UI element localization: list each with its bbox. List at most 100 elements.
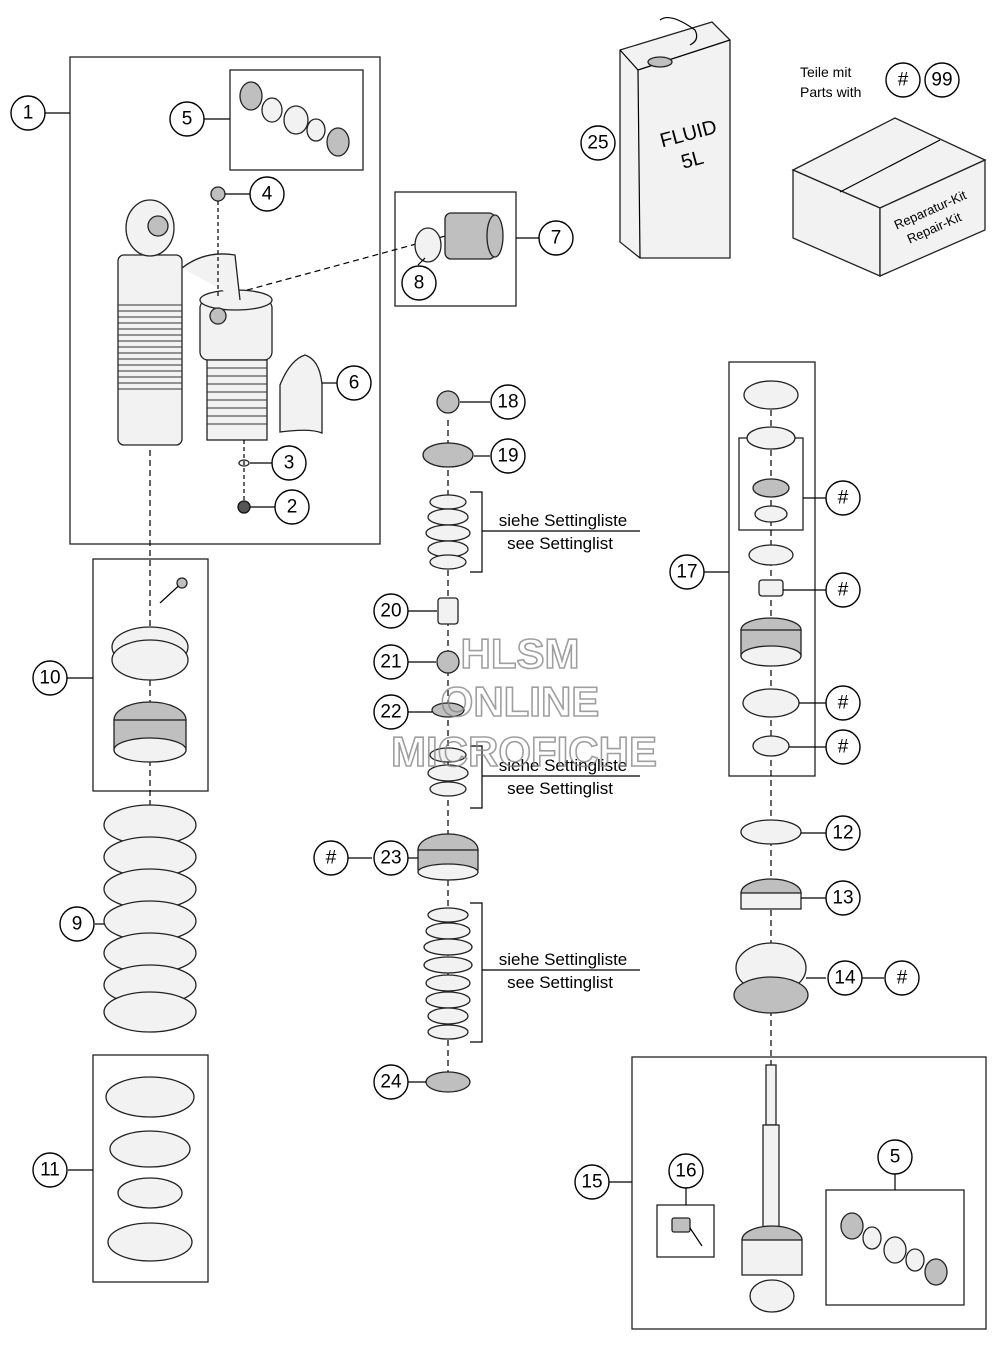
callout-legend-hash: # <box>885 62 921 98</box>
setting-note-2-de: siehe Settingliste <box>499 756 628 775</box>
callout-hash-inner-seals: # <box>825 480 861 516</box>
svg-text:20: 20 <box>380 601 401 622</box>
seal-kit-bottom <box>840 1212 948 1286</box>
svg-text:19: 19 <box>497 446 518 467</box>
warning-sticker-6 <box>279 354 323 434</box>
callout-3: 3 <box>271 445 307 481</box>
svg-text:14: 14 <box>834 968 856 989</box>
svg-text:9: 9 <box>72 914 83 935</box>
seal-kit-top <box>239 81 350 157</box>
callout-17: 17 <box>669 554 705 590</box>
svg-text:#: # <box>898 70 909 91</box>
callout-8: 8 <box>401 265 437 301</box>
callout-hash-14: # <box>884 960 920 996</box>
shim-stack-center <box>417 390 479 1093</box>
callout-16: 16 <box>668 1153 704 1189</box>
callout-24: 24 <box>373 1064 409 1100</box>
watermark: HLSM ONLINE MICROFICHE <box>390 629 658 776</box>
svg-text:7: 7 <box>551 228 562 249</box>
svg-text:16: 16 <box>675 1161 696 1182</box>
box-washers <box>92 1054 209 1283</box>
svg-text:5: 5 <box>182 109 193 130</box>
callout-hash-washer: # <box>825 729 861 765</box>
callout-1: 1 <box>10 95 46 131</box>
svg-text:#: # <box>838 580 849 601</box>
svg-text:24: 24 <box>380 1072 402 1093</box>
spring-9 <box>103 804 197 1033</box>
svg-text:HLSM: HLSM <box>461 630 580 677</box>
svg-text:17: 17 <box>676 562 697 583</box>
callout-18: 18 <box>490 384 526 420</box>
callout-11: 11 <box>32 1152 68 1188</box>
repair-kit-box: Reparatur-Kit Repair-Kit <box>791 117 987 277</box>
callout-6: 6 <box>336 365 372 401</box>
svg-text:6: 6 <box>349 373 360 394</box>
svg-text:#: # <box>838 737 849 758</box>
callout-4: 4 <box>249 176 285 212</box>
setting-note-2-en: see Settinglist <box>507 779 613 798</box>
svg-text:99: 99 <box>931 70 952 91</box>
piston-parts-right <box>733 380 809 1014</box>
callout-22: 22 <box>373 694 409 730</box>
shock-body <box>117 199 273 446</box>
washers-11 <box>105 1076 195 1262</box>
spring-retainer <box>111 577 189 763</box>
legend-line-de: Teile mit <box>800 64 851 80</box>
callout-19: 19 <box>490 438 526 474</box>
svg-text:18: 18 <box>497 392 518 413</box>
svg-text:#: # <box>897 968 908 989</box>
box-seal-kit-top <box>229 69 364 171</box>
setting-note-1-de: siehe Settingliste <box>499 511 628 530</box>
callout-2: 2 <box>274 489 310 525</box>
svg-text:#: # <box>838 693 849 714</box>
svg-text:1: 1 <box>23 103 34 124</box>
callout-12: 12 <box>825 815 861 851</box>
callout-5-top: 5 <box>169 101 205 137</box>
leader-lines <box>45 112 896 1205</box>
svg-text:4: 4 <box>262 184 273 205</box>
callout-5-bottom: 5 <box>877 1139 913 1175</box>
callout-10: 10 <box>32 660 68 696</box>
box-compression-adjuster <box>394 191 517 307</box>
callout-14: 14 <box>827 960 863 996</box>
svg-text:21: 21 <box>380 652 401 673</box>
svg-text:10: 10 <box>39 668 60 689</box>
callout-9: 9 <box>59 906 95 942</box>
box-piston-assembly <box>728 361 816 777</box>
svg-text:3: 3 <box>284 453 295 474</box>
callout-legend-99: 99 <box>924 62 960 98</box>
piston-rod-15 <box>741 1064 803 1313</box>
svg-text:8: 8 <box>414 273 425 294</box>
screw-4 <box>210 186 226 298</box>
setting-note-3-de: siehe Settingliste <box>499 950 628 969</box>
svg-text:11: 11 <box>40 1160 60 1181</box>
svg-text:2: 2 <box>287 497 298 518</box>
svg-text:25: 25 <box>587 133 608 154</box>
svg-text:15: 15 <box>581 1172 602 1193</box>
screw-2 <box>237 500 251 514</box>
svg-text:13: 13 <box>832 888 853 909</box>
callout-13: 13 <box>825 880 861 916</box>
callout-7: 7 <box>538 220 574 256</box>
callout-15: 15 <box>574 1164 610 1200</box>
compression-adjuster <box>414 212 504 263</box>
callout-hash-bushing: # <box>825 572 861 608</box>
setting-note-3-en: see Settinglist <box>507 973 613 992</box>
svg-text:23: 23 <box>380 848 401 869</box>
svg-text:22: 22 <box>380 702 401 723</box>
box-piston-rod <box>631 1056 987 1330</box>
callout-21: 21 <box>373 644 409 680</box>
fluid-can-25: FLUID 5L <box>619 17 731 259</box>
callout-hash-23: # <box>313 840 349 876</box>
legend-line-en: Parts with <box>800 84 861 100</box>
svg-text:MICROFICHE: MICROFICHE <box>391 728 657 775</box>
callout-23: 23 <box>373 840 409 876</box>
svg-text:12: 12 <box>832 823 853 844</box>
svg-text:#: # <box>326 848 337 869</box>
svg-text:#: # <box>838 488 849 509</box>
svg-text:ONLINE: ONLINE <box>441 678 600 725</box>
setting-brackets <box>470 491 640 1043</box>
setting-note-1-en: see Settinglist <box>507 534 613 553</box>
